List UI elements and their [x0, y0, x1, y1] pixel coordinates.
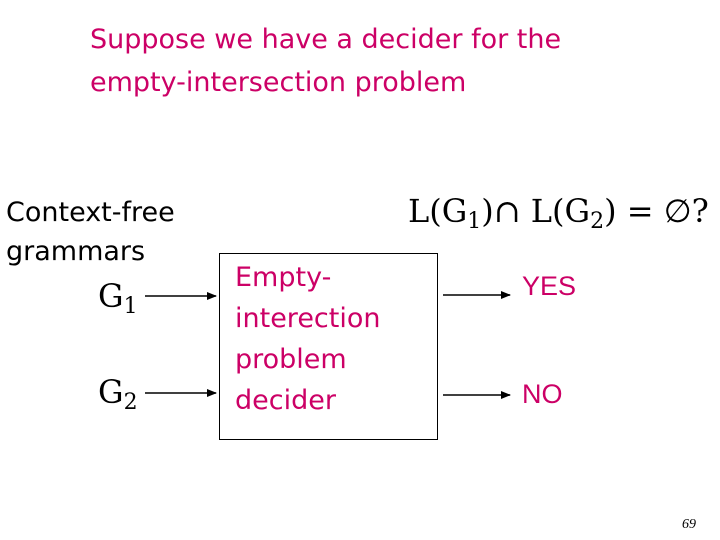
grammar-g2-symbol: G — [98, 373, 124, 411]
formula-part-lhs2: L(G — [520, 192, 591, 230]
grammar-g1-subscript: 1 — [123, 294, 138, 319]
question-formula: L(G1)∩ L(G2) = ∅? — [408, 192, 709, 234]
formula-rparen-2: ) — [604, 192, 617, 230]
grammar-g1: G1 — [98, 277, 138, 319]
grammar-g2: G2 — [98, 373, 138, 415]
formula-sub-2: 2 — [590, 209, 605, 234]
decider-label-line-3: problem — [235, 344, 347, 375]
title-line-2: empty-intersection problem — [90, 67, 467, 98]
decider-label-line-4: decider — [235, 385, 336, 416]
page-number: 69 — [682, 517, 696, 532]
grammar-g1-symbol: G — [98, 277, 124, 315]
output-no: NO — [522, 379, 563, 409]
decider-label-line-2: interection — [235, 303, 381, 334]
inputs-label-line-1: Context-free — [6, 197, 175, 228]
formula-sub-1: 1 — [467, 209, 482, 234]
decider-label: Empty- interection problem decider — [235, 257, 381, 421]
output-yes: YES — [522, 271, 577, 301]
formula-equals-empty: = ∅? — [616, 192, 709, 230]
grammar-g2-subscript: 2 — [123, 390, 138, 415]
inputs-label-line-2: grammars — [6, 236, 146, 267]
decider-label-line-1: Empty- — [235, 262, 332, 293]
formula-rparen-1: ) — [481, 192, 494, 230]
intersection-symbol: ∩ — [493, 192, 521, 230]
formula-part-lhs1: L(G — [408, 192, 468, 230]
slide-title: Suppose we have a decider for the empty-… — [90, 18, 690, 104]
decider-box — [219, 253, 438, 440]
title-line-1: Suppose we have a decider for the — [90, 24, 562, 55]
inputs-label: Context-free grammars — [6, 193, 175, 271]
